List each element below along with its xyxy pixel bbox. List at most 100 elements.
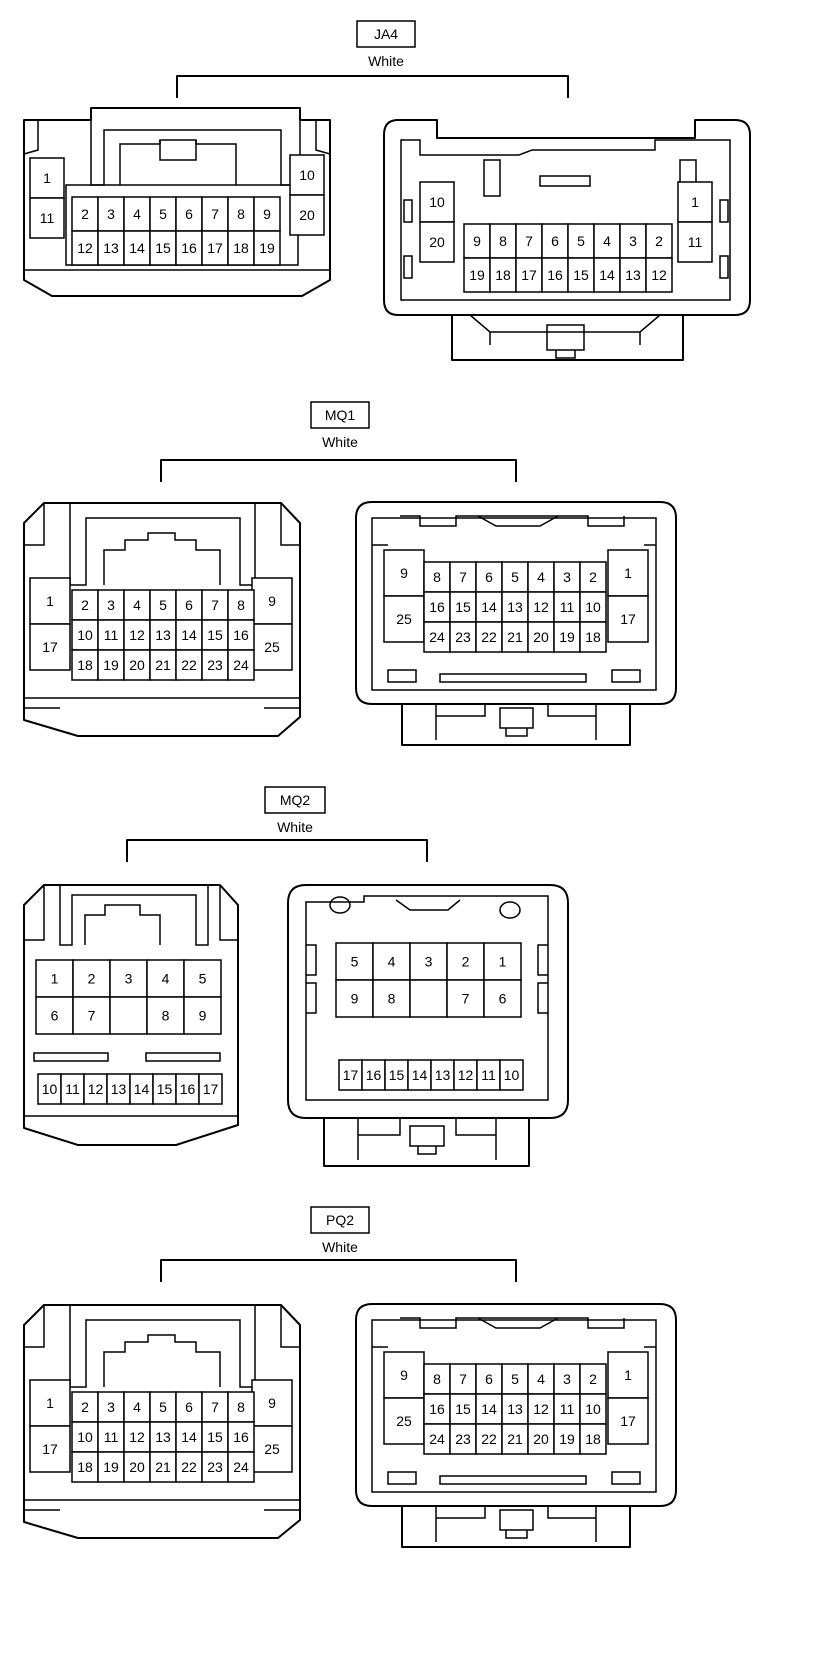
pin-label: 11 [560,599,575,615]
pin-cell: 13 [501,591,529,623]
pin-label: 6 [485,569,493,585]
pin-cell: 15 [149,230,177,266]
pin-label: 16 [429,1401,445,1417]
pin-cell: 15 [201,619,229,651]
pin-label: 17 [207,240,223,256]
pin-cell: 17 [198,1073,223,1105]
pin-cell: 5 [567,223,595,259]
pin-label: 2 [81,1399,89,1415]
pin-cell: 6 [175,589,203,621]
pin-cell: 8 [227,196,255,232]
pin-label: 14 [134,1081,150,1097]
pin-cell: 19 [463,257,491,293]
pin-label: 25 [396,611,412,627]
pin-label: 20 [129,1459,145,1475]
pin-cell: 5 [149,196,177,232]
pin-cell: 21 [149,649,177,681]
pin-cell: 18 [71,649,99,681]
pin-cell: 21 [501,1423,529,1455]
pin-cell: 10 [579,1393,607,1425]
pin-label: 16 [429,599,445,615]
pin-label: 7 [459,1371,467,1387]
pin-cell: 21 [149,1451,177,1483]
pin-cell: 18 [227,230,255,266]
pin-cell: 6 [541,223,569,259]
pin-cell: 2 [71,1391,99,1423]
pin-cell: 24 [423,621,451,653]
pin-cell: 13 [430,1059,455,1091]
pin-cell: 5 [149,1391,177,1423]
pin-cell: 3 [553,1363,581,1395]
pin-label: 8 [237,206,245,222]
pin-cell: 7 [201,196,229,232]
pin-label: 14 [181,627,197,643]
pin-label: 12 [129,627,145,643]
pin-label: 1 [46,593,54,609]
pin-cell: 2 [71,196,99,232]
pin-label: 12 [77,240,93,256]
pin-label: 2 [88,971,96,987]
pin-cell: 7 [515,223,543,259]
pin-label: 4 [133,206,141,222]
pin-cell: 7 [72,996,111,1035]
pin-label: 13 [155,1429,171,1445]
pin-label: 3 [629,233,637,249]
mq1-bracket [160,459,517,482]
pin-cell: 20 [419,221,455,263]
pin-cell: 14 [175,619,203,651]
pin-label: 13 [507,599,523,615]
pin-cell: 1 [29,577,71,625]
pin-cell: 5 [501,561,529,593]
pin-label: 2 [81,206,89,222]
pin-label: 5 [577,233,585,249]
pin-label: 7 [459,569,467,585]
pin-label: 21 [507,629,523,645]
pin-cell: 22 [175,1451,203,1483]
pin-label: 10 [77,1429,93,1445]
pin-label: 3 [563,569,571,585]
pin-cell: 18 [579,621,607,653]
ja4-code: JA4 [374,26,398,42]
pin-cell: 25 [251,1425,293,1473]
pin-label: 21 [507,1431,523,1447]
pin-label: 24 [233,657,249,673]
pin-label: 9 [351,991,359,1007]
pin-cell: 4 [123,589,151,621]
pin-label: 8 [162,1008,170,1024]
pin-cell: 17 [515,257,543,293]
pin-label: 1 [46,1395,54,1411]
mq2-code-box [264,786,326,814]
pin-label: 12 [533,1401,549,1417]
mq2-female-housing [23,884,239,1146]
mq1-male-housing [355,501,677,746]
pin-label: 9 [268,1395,276,1411]
pin-label: 12 [651,267,667,283]
pin-label: 19 [559,1431,575,1447]
pin-label: 15 [455,1401,471,1417]
pin-label: 16 [366,1067,382,1083]
pin-label: 2 [462,954,470,970]
pin-label: 21 [155,657,171,673]
pin-label: 22 [181,657,197,673]
pin-label: 3 [107,206,115,222]
pin-cell: 17 [29,623,71,671]
pin-label: 4 [388,954,396,970]
pin-cell: 7 [201,1391,229,1423]
pin-label: 13 [155,627,171,643]
pin-label: 16 [180,1081,196,1097]
pin-label: 14 [181,1429,197,1445]
pin-label: 10 [77,627,93,643]
pin-label: 14 [412,1067,428,1083]
pin-cell: 1 [677,181,713,223]
pin-label: 15 [207,627,223,643]
pin-cell: 18 [71,1451,99,1483]
pin-label: 4 [162,971,170,987]
pin-cell: 13 [106,1073,131,1105]
pin-cell: 9 [253,196,281,232]
pin-label: 9 [473,233,481,249]
